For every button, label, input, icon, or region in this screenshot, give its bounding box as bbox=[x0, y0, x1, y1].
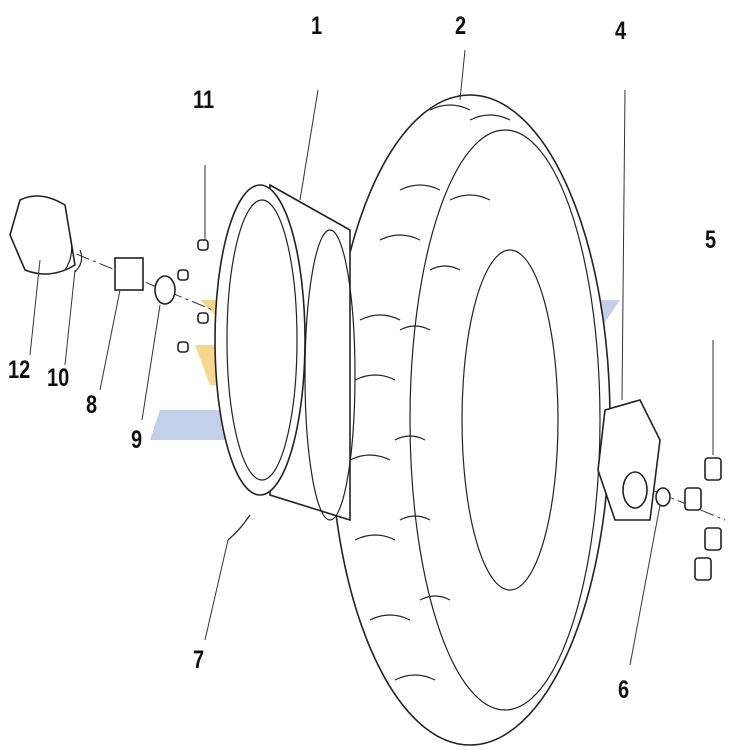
lug-nuts bbox=[177, 239, 209, 353]
castle-nut bbox=[114, 257, 144, 291]
valve bbox=[227, 514, 251, 541]
cotter-pin bbox=[64, 234, 83, 273]
callout-9: 9 bbox=[131, 426, 143, 454]
hub-cap bbox=[9, 195, 76, 275]
callout-2: 2 bbox=[455, 12, 467, 40]
wheel-studs bbox=[684, 340, 722, 581]
callout-6: 6 bbox=[618, 676, 630, 704]
callout-1: 1 bbox=[311, 12, 323, 40]
washer-9 bbox=[154, 275, 176, 305]
leader-lines bbox=[29, 49, 661, 666]
tire bbox=[329, 94, 611, 746]
callout-10: 10 bbox=[47, 364, 70, 392]
callout-8: 8 bbox=[86, 391, 98, 419]
rim bbox=[214, 183, 356, 522]
washer-6 bbox=[655, 487, 671, 507]
callout-7: 7 bbox=[193, 646, 205, 674]
callout-4: 4 bbox=[615, 17, 627, 45]
hub bbox=[597, 399, 661, 521]
callout-5: 5 bbox=[705, 226, 717, 254]
callout-12: 12 bbox=[8, 356, 31, 384]
callout-11: 11 bbox=[193, 86, 215, 114]
